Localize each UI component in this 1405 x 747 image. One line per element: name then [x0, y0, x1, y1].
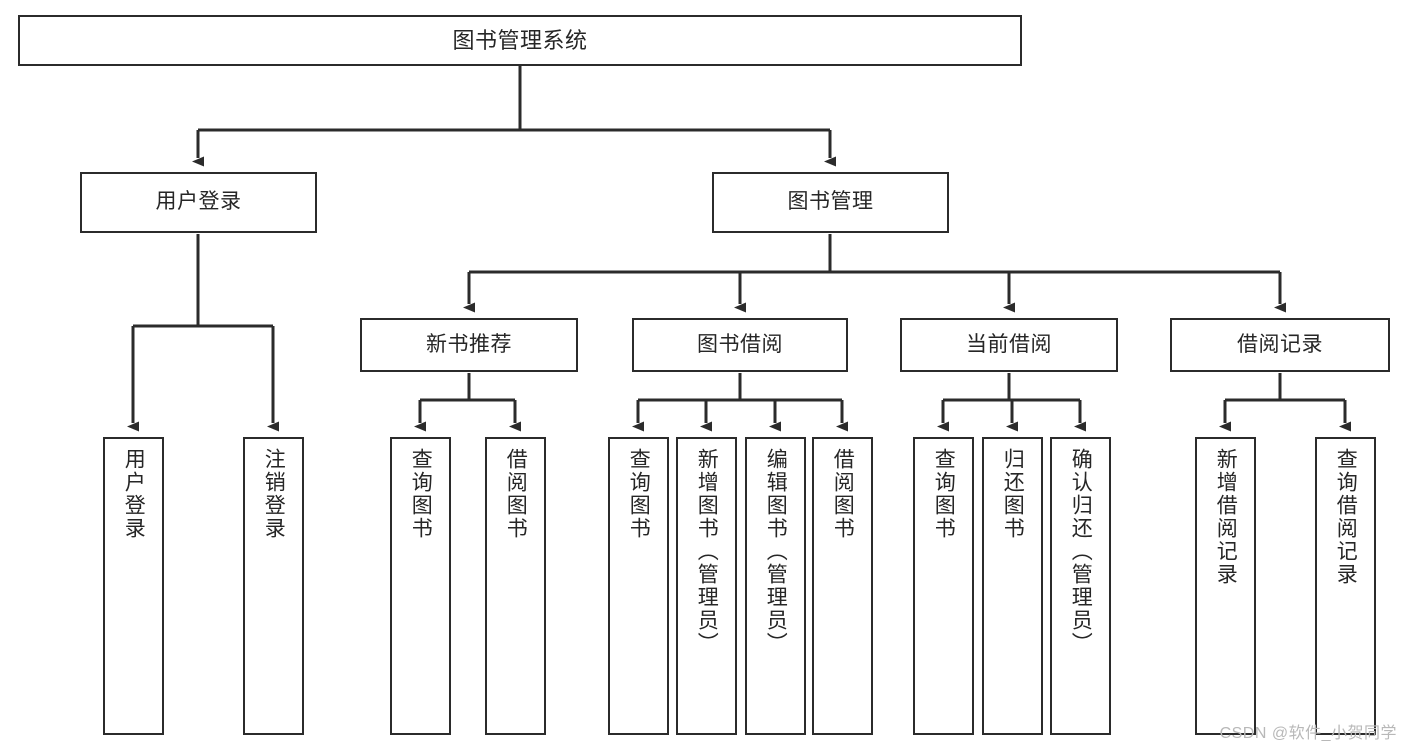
node-current-borrow[interactable]: 当前借阅: [900, 318, 1118, 372]
node-user-login-label: 用户登录: [155, 190, 242, 214]
node-leaf-add-record[interactable]: 新增借阅记录: [1195, 437, 1256, 735]
node-book-manage[interactable]: 图书管理: [712, 172, 949, 233]
csdn-watermark: CSDN @软件_小贺同学: [1219, 725, 1397, 742]
node-leaf-logout-label: 注销登录: [262, 448, 286, 540]
node-leaf-add-book-label: 新增图书（管理员）: [695, 448, 719, 655]
node-root-label: 图书管理系统: [452, 27, 588, 53]
node-leaf-borrow-book-1[interactable]: 借阅图书: [485, 437, 546, 735]
node-leaf-user-login-label: 用户登录: [122, 448, 146, 540]
node-leaf-logout[interactable]: 注销登录: [243, 437, 304, 735]
node-leaf-add-record-label: 新增借阅记录: [1214, 448, 1238, 586]
node-leaf-confirm-return-label: 确认归还（管理员）: [1069, 448, 1093, 655]
node-leaf-borrow-book-1-label: 借阅图书: [504, 448, 528, 540]
node-leaf-query-book-3[interactable]: 查询图书: [913, 437, 974, 735]
node-leaf-return-book[interactable]: 归还图书: [982, 437, 1043, 735]
node-leaf-query-book-1[interactable]: 查询图书: [390, 437, 451, 735]
node-leaf-edit-book-label: 编辑图书（管理员）: [764, 448, 788, 655]
node-leaf-borrow-book-2-label: 借阅图书: [831, 448, 855, 540]
node-leaf-query-book-2[interactable]: 查询图书: [608, 437, 669, 735]
node-leaf-user-login[interactable]: 用户登录: [103, 437, 164, 735]
node-new-book-recommend[interactable]: 新书推荐: [360, 318, 578, 372]
node-current-borrow-label: 当前借阅: [966, 332, 1052, 356]
node-borrow-record[interactable]: 借阅记录: [1170, 318, 1390, 372]
node-leaf-query-book-3-label: 查询图书: [932, 448, 956, 540]
node-leaf-add-book[interactable]: 新增图书（管理员）: [676, 437, 737, 735]
node-borrow-record-label: 借阅记录: [1237, 332, 1323, 356]
node-leaf-query-book-2-label: 查询图书: [627, 448, 651, 540]
node-book-borrow[interactable]: 图书借阅: [632, 318, 848, 372]
node-leaf-query-record[interactable]: 查询借阅记录: [1315, 437, 1376, 735]
node-leaf-query-record-label: 查询借阅记录: [1334, 448, 1358, 586]
node-new-book-recommend-label: 新书推荐: [426, 332, 512, 356]
node-leaf-borrow-book-2[interactable]: 借阅图书: [812, 437, 873, 735]
node-user-login[interactable]: 用户登录: [80, 172, 317, 233]
node-leaf-edit-book[interactable]: 编辑图书（管理员）: [745, 437, 806, 735]
node-root[interactable]: 图书管理系统: [18, 15, 1022, 66]
node-book-manage-label: 图书管理: [787, 190, 874, 214]
node-leaf-query-book-1-label: 查询图书: [409, 448, 433, 540]
node-book-borrow-label: 图书借阅: [697, 332, 783, 356]
node-leaf-confirm-return[interactable]: 确认归还（管理员）: [1050, 437, 1111, 735]
node-leaf-return-book-label: 归还图书: [1001, 448, 1025, 540]
